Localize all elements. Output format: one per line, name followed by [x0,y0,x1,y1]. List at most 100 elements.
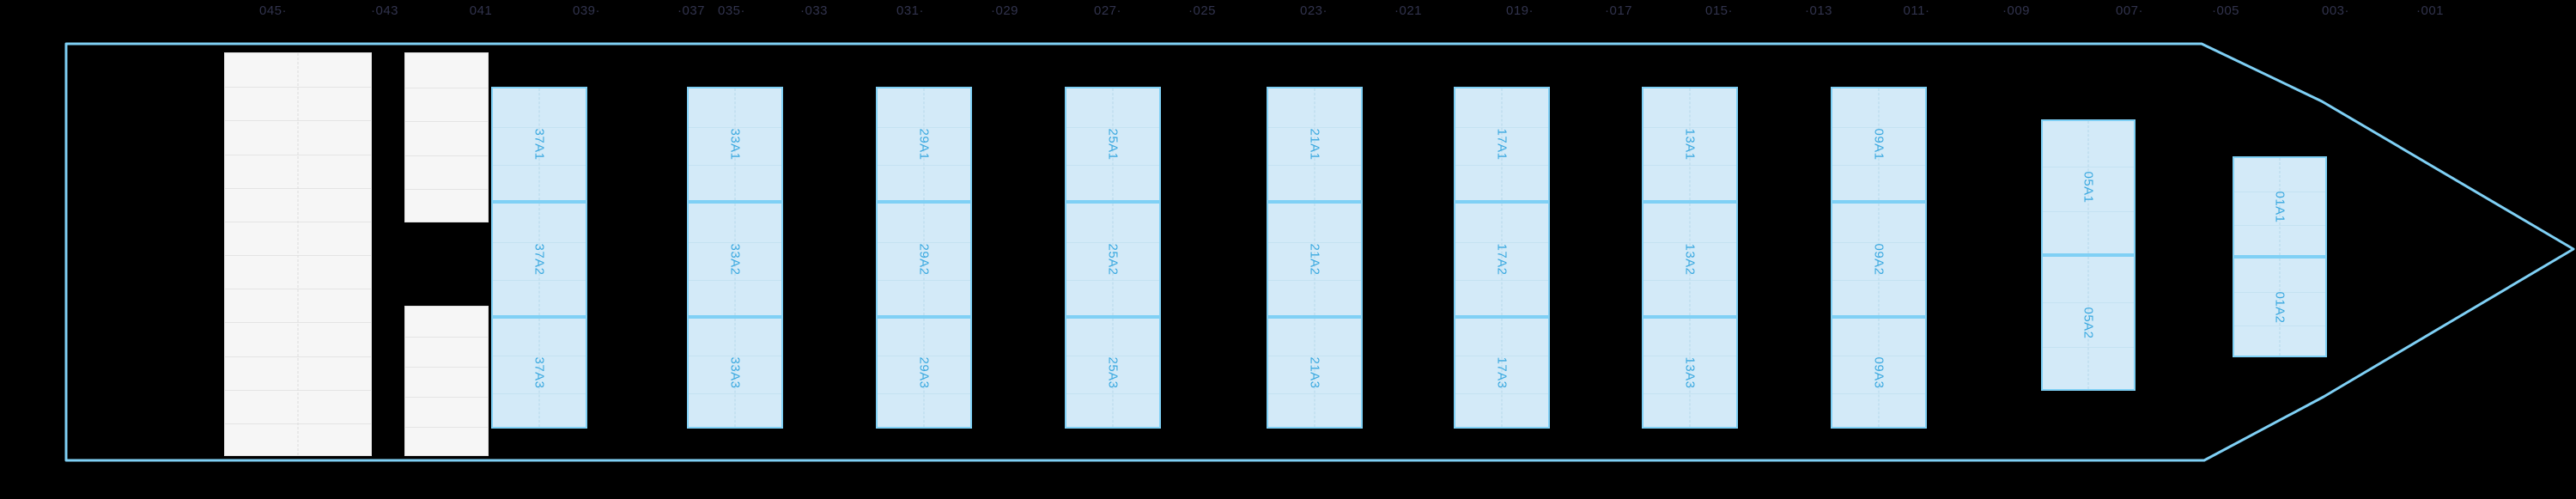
bay-section[interactable]: 29A2 [876,202,972,317]
bay-hatch-tall[interactable] [224,52,372,456]
bay-section[interactable]: 21A3 [1267,317,1363,429]
bay-section[interactable]: 09A1 [1831,87,1927,202]
bay-section[interactable] [404,52,489,222]
bay-section[interactable]: 37A2 [491,202,587,317]
bay-centerline [1112,204,1114,315]
bay-section-label: 37A2 [532,243,547,276]
bay-centerline [2279,259,2281,356]
tier-grid-line [405,397,488,398]
bay-section[interactable]: 25A1 [1065,87,1161,202]
bay-centerline [2087,257,2089,389]
bay-section[interactable] [404,306,489,456]
bay-section[interactable]: 09A3 [1831,317,1927,429]
bay-ruler-tick: ·029 [990,3,1019,18]
bay-section[interactable]: 29A1 [876,87,972,202]
bay-section-label: 05A2 [2081,307,2096,339]
bay-ruler-tick: 045· [258,3,288,18]
bay-ruler-tick: 031· [896,3,925,18]
bay-ruler-tick: 003· [2321,3,2350,18]
bay-ruler-tick: 041 [469,3,493,18]
bay-section-label: 17A2 [1494,243,1510,276]
bay-section[interactable]: 13A2 [1642,202,1738,317]
bay-centerline [734,319,736,427]
bay-section[interactable]: 05A1 [2041,119,2136,255]
bay-section-label: 37A3 [532,356,547,389]
bay-ruler-tick: ·013 [1804,3,1833,18]
bay-bay-33[interactable]: 33A1 33A2 33A3 [687,87,783,429]
bay-bay-37[interactable]: 37A1 37A2 37A3 [491,87,587,429]
bay-section[interactable]: 17A3 [1454,317,1550,429]
bay-ruler-tick: ·009 [2002,3,2031,18]
bay-section[interactable]: 29A3 [876,317,972,429]
bay-section-label: 37A1 [532,128,547,161]
bay-section[interactable]: 05A2 [2041,255,2136,391]
bay-centerline [1689,204,1691,315]
bay-section-label: 09A1 [1871,128,1886,161]
bay-ruler-tick: 011· [1903,3,1930,18]
tier-grid-line [405,337,488,338]
bay-section-label: 13A3 [1682,356,1698,389]
bay-ruler-tick: ·037 [677,3,706,18]
bay-section[interactable]: 25A2 [1065,202,1161,317]
bay-section[interactable]: 09A2 [1831,202,1927,317]
bay-bay-29[interactable]: 29A1 29A2 29A3 [876,87,972,429]
bay-centerline [1878,88,1880,200]
bay-centerline [734,88,736,200]
bay-section-label: 21A1 [1307,128,1322,161]
bay-section[interactable]: 13A3 [1642,317,1738,429]
bay-section[interactable]: 37A3 [491,317,587,429]
bay-bay-21[interactable]: 21A1 21A2 21A3 [1267,87,1363,429]
bay-centerline [538,204,540,315]
bay-centerline [538,88,540,200]
bay-centerline [734,204,736,315]
tier-grid-line [405,427,488,428]
bay-section[interactable] [224,52,372,456]
tier-grid-line [405,121,488,122]
bay-centerline [1112,319,1114,427]
tier-grid-line [405,189,488,190]
bay-section-label: 09A2 [1871,243,1886,276]
bay-centerline [1878,319,1880,427]
bay-section[interactable]: 01A2 [2233,257,2327,357]
bay-section[interactable]: 13A1 [1642,87,1738,202]
bay-ruler-tick: 035· [717,3,746,18]
bay-centerline [1501,88,1503,200]
bay-section[interactable]: 37A1 [491,87,587,202]
bay-section[interactable]: 17A2 [1454,202,1550,317]
bay-section-label: 29A2 [916,243,932,276]
bay-section[interactable]: 33A3 [687,317,783,429]
bay-hatch-split[interactable] [404,52,489,456]
bay-ruler-tick: 019· [1505,3,1534,18]
bay-section[interactable]: 25A3 [1065,317,1161,429]
bay-section[interactable]: 21A2 [1267,202,1363,317]
bay-bay-17[interactable]: 17A1 17A2 17A3 [1454,87,1550,429]
bay-section[interactable]: 21A1 [1267,87,1363,202]
bay-centerline [297,53,299,455]
bay-section-label: 25A3 [1105,356,1121,389]
bay-section[interactable]: 01A1 [2233,156,2327,257]
bay-bay-09[interactable]: 09A1 09A2 09A3 [1831,87,1927,429]
bay-bay-05[interactable]: 05A1 05A2 [2041,119,2136,391]
bay-section[interactable]: 17A1 [1454,87,1550,202]
bay-ruler-tick: ·043 [370,3,399,18]
bay-centerline [1689,319,1691,427]
bay-ruler-tick: 015· [1704,3,1734,18]
bay-bay-25[interactable]: 25A1 25A2 25A3 [1065,87,1161,429]
bay-section-label: 25A1 [1105,128,1121,161]
bay-section-label: 17A3 [1494,356,1510,389]
bay-centerline [923,319,925,427]
bay-ruler-tick: 023· [1299,3,1328,18]
bay-ruler-tick: ·021 [1394,3,1423,18]
bay-section-label: 33A2 [727,243,743,276]
bay-section-label: 13A1 [1682,128,1698,161]
bay-bay-13[interactable]: 13A1 13A2 13A3 [1642,87,1738,429]
bay-ruler-tick: ·017 [1604,3,1633,18]
bay-ruler-tick: ·001 [2415,3,2445,18]
bay-centerline [1878,204,1880,315]
bay-section-label: 21A3 [1307,356,1322,389]
bay-centerline [1501,319,1503,427]
bay-section[interactable]: 33A2 [687,202,783,317]
bay-section[interactable]: 33A1 [687,87,783,202]
